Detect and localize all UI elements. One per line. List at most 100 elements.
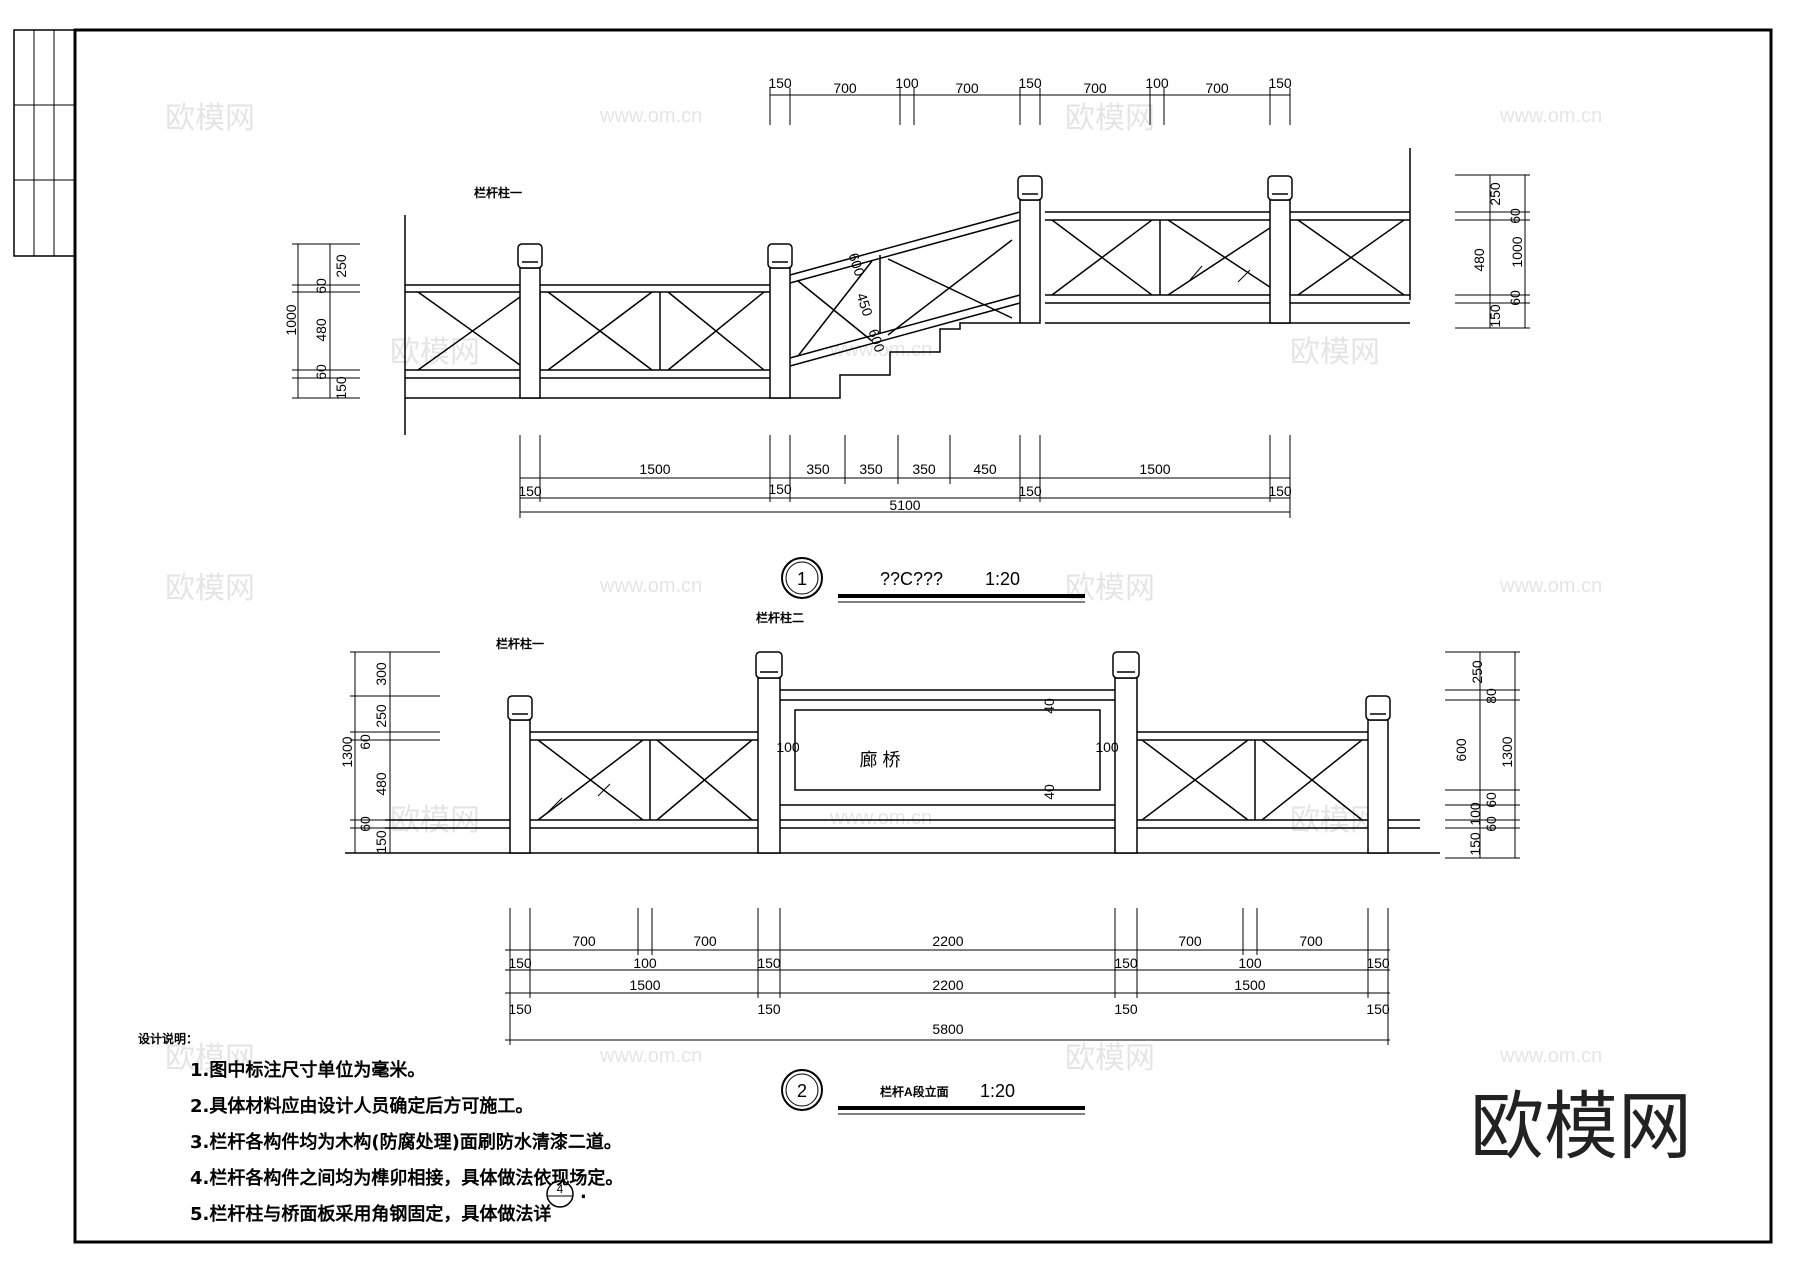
watermark-url: www.om.cn: [599, 105, 702, 127]
panel-dim: 40: [1041, 698, 1057, 714]
bottom-dim: 150: [757, 955, 781, 971]
slope-dim: 450: [854, 291, 877, 318]
railing-elevation-2: [345, 651, 1520, 1115]
bottom-dim: 150: [768, 481, 792, 497]
detail-reference: 4: [546, 1180, 574, 1208]
right-dim: 60: [1507, 208, 1523, 224]
bottom-dim: 1500: [1234, 977, 1265, 993]
top-dim: 150: [1268, 75, 1292, 91]
slope-dim: 600: [846, 251, 869, 278]
watermark-brand: 欧模网: [390, 335, 480, 370]
right-dim: 480: [1471, 248, 1487, 272]
bottom-dim: 150: [1114, 1001, 1138, 1017]
drawing2-texts: 栏杆柱一 栏杆柱二 廊 桥 40 100 100 40 1300 300 250…: [339, 610, 1515, 1101]
bottom-dim: 350: [912, 461, 936, 477]
detail-ref-number: 4: [557, 1182, 564, 1196]
note-item: 1.图中标注尺寸单位为毫米。: [190, 1059, 425, 1081]
top-dim: 700: [833, 80, 857, 96]
left-dim: 250: [373, 704, 389, 728]
bottom-dim: 150: [508, 1001, 532, 1017]
brand-watermark: 欧模网: [1470, 1084, 1692, 1170]
total-dim: 5800: [932, 1021, 963, 1037]
watermark-url: www.om.cn: [1499, 105, 1602, 127]
right-dim: 1000: [1509, 236, 1525, 267]
right-dim: 1300: [1499, 736, 1515, 767]
drawing1-texts: 150 700 100 700 150 700 100 700 150 栏杆柱一…: [283, 75, 1525, 589]
note-item: 4.栏杆各构件之间均为榫卯相接，具体做法依现场定。: [190, 1167, 623, 1189]
drawing-title: 栏杆A段立面: [880, 1084, 949, 1099]
bottom-dim: 350: [806, 461, 830, 477]
bottom-dim: 150: [1018, 483, 1042, 499]
slope-dim: 600: [866, 327, 889, 354]
panel-dim: 100: [1095, 739, 1119, 755]
left-dim: 150: [333, 376, 349, 400]
bottom-dim: 150: [1366, 955, 1390, 971]
left-dim: 150: [373, 830, 389, 854]
bottom-dim: 150: [1268, 483, 1292, 499]
bottom-dim: 150: [508, 955, 532, 971]
left-dim: 60: [357, 816, 373, 832]
drawing-scale: 1:20: [980, 1081, 1015, 1101]
note-item: 5.栏杆柱与桥面板采用角钢固定，具体做法详: [190, 1203, 551, 1225]
right-dim: 100: [1467, 802, 1483, 826]
bottom-dim: 1500: [629, 977, 660, 993]
left-dim: 480: [373, 772, 389, 796]
right-dim: 250: [1487, 182, 1503, 206]
left-dim: 60: [313, 364, 329, 380]
watermark-url: www.om.cn: [829, 339, 932, 361]
watermark-brand: 欧模网: [1065, 101, 1155, 136]
watermark-url: www.om.cn: [829, 807, 932, 829]
bottom-dim: 350: [859, 461, 883, 477]
right-dim: 80: [1483, 688, 1499, 704]
watermark-brand: 欧模网: [165, 101, 255, 136]
panel-dim: 100: [776, 739, 800, 755]
drawing-number: 2: [797, 1081, 807, 1101]
top-dim: 700: [1205, 80, 1229, 96]
notes-heading: 设计说明：: [138, 1031, 198, 1046]
bottom-dim: 2200: [932, 977, 963, 993]
left-dim: 480: [313, 318, 329, 342]
watermark-brand: 欧模网: [1065, 571, 1155, 606]
right-dim: 150: [1487, 304, 1503, 328]
right-dim: 60: [1483, 792, 1499, 808]
right-dim: 250: [1469, 660, 1485, 684]
watermark-brand: 欧模网: [1290, 335, 1380, 370]
watermark-brand: 欧模网: [1065, 1041, 1155, 1076]
watermark-brand: 欧模网: [165, 571, 255, 606]
panel-text: 廊 桥: [859, 750, 900, 770]
top-dim: 700: [1083, 80, 1107, 96]
note-item: 2.具体材料应由设计人员确定后方可施工。: [190, 1095, 533, 1117]
watermark-url: www.om.cn: [599, 575, 702, 597]
right-dim: 60: [1507, 290, 1523, 306]
left-dim: 300: [373, 662, 389, 686]
top-dim: 700: [955, 80, 979, 96]
sheet-frame: [13, 28, 1773, 1244]
watermark-url: www.om.cn: [1499, 575, 1602, 597]
post-label: 栏杆柱一: [496, 636, 544, 651]
note-item: 3.栏杆各构件均为木构(防腐处理)面刷防水清漆二道。: [190, 1131, 622, 1153]
bottom-dim: 1500: [1139, 461, 1170, 477]
top-dim: 100: [1145, 75, 1169, 91]
bottom-dim: 1500: [639, 461, 670, 477]
left-dim: 60: [313, 278, 329, 294]
bottom-dim: 700: [1178, 933, 1202, 949]
watermark-url: www.om.cn: [1499, 1045, 1602, 1067]
watermark-brand: 欧模网: [165, 1041, 255, 1076]
left-dim: 1300: [339, 736, 355, 767]
left-dim: 250: [333, 254, 349, 278]
bottom-dim: 450: [973, 461, 997, 477]
top-dim: 150: [1018, 75, 1042, 91]
watermarks: 欧模网 www.om.cn 欧模网 www.om.cn 欧模网 www.om.c…: [165, 101, 1602, 1076]
total-dim: 5100: [889, 497, 920, 513]
drawing-scale: 1:20: [985, 569, 1020, 589]
left-dim: 1000: [283, 304, 299, 335]
bottom-dim: 700: [693, 933, 717, 949]
watermark-url: www.om.cn: [599, 1045, 702, 1067]
post-label: 栏杆柱二: [756, 610, 804, 625]
svg-text:.: .: [580, 1182, 587, 1203]
drawing-number: 1: [797, 569, 807, 589]
design-notes: 设计说明： 1.图中标注尺寸单位为毫米。 2.具体材料应由设计人员确定后方可施工…: [138, 1031, 623, 1225]
panel-dim: 40: [1041, 784, 1057, 800]
left-dim: 60: [357, 734, 373, 750]
